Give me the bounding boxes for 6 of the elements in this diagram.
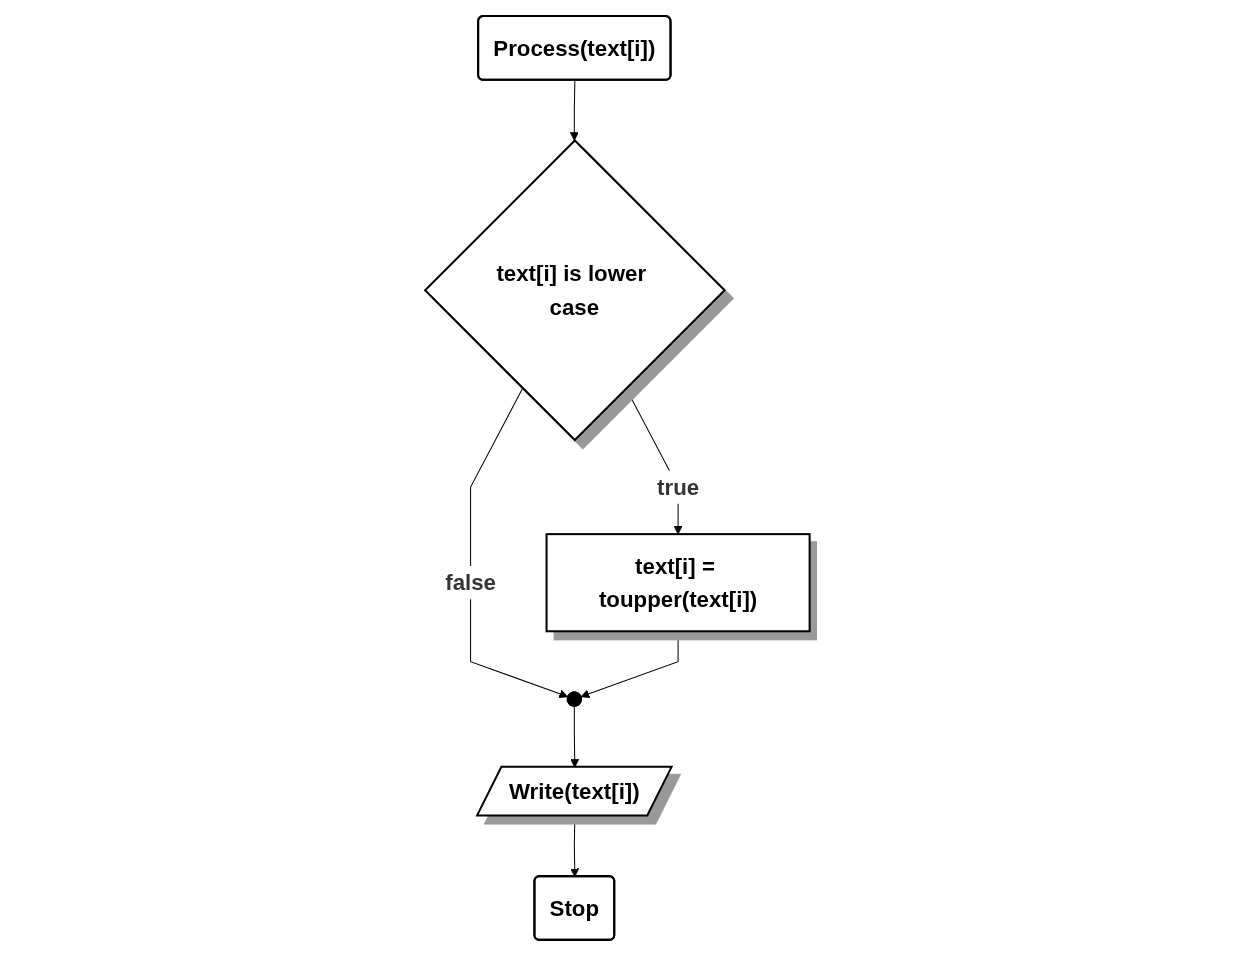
arrow: [569, 79, 579, 141]
edge-label: true: [656, 474, 699, 500]
node-box: text[i] = toupper(text[i]): [545, 533, 811, 633]
edge-label: false: [444, 570, 496, 596]
node-diamond: text[i] is lower case: [423, 139, 726, 442]
arrow: [469, 387, 568, 699]
